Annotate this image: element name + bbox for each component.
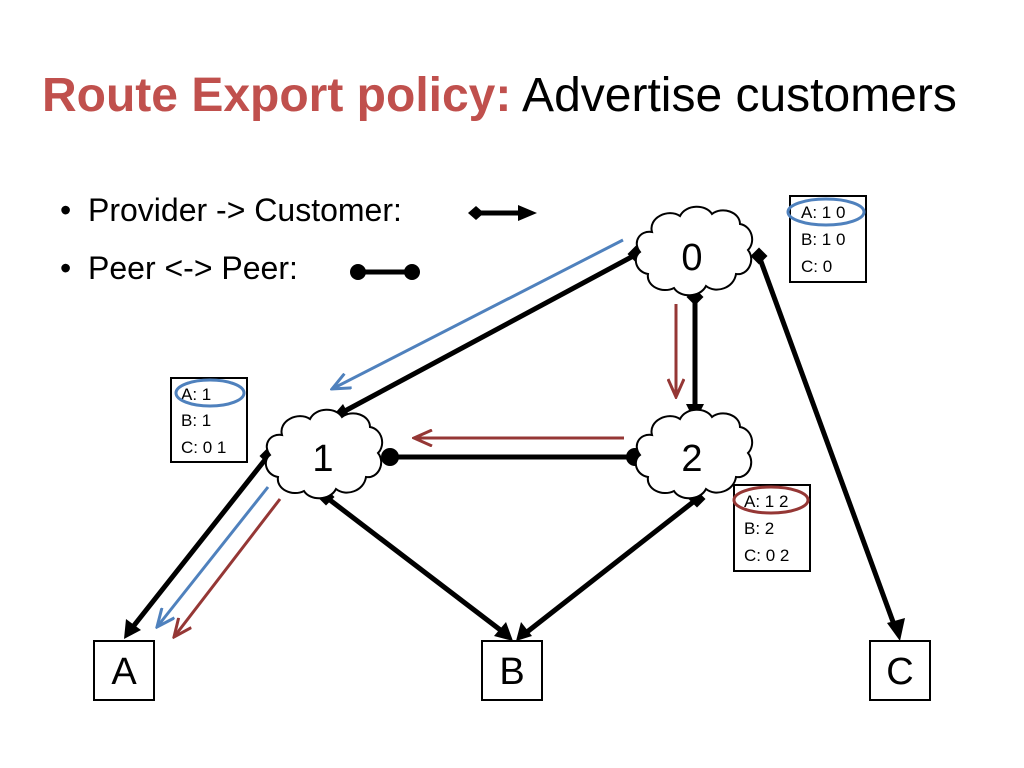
cloud-icon bbox=[634, 408, 754, 500]
node-label: 2 bbox=[681, 438, 702, 480]
bullet-text: Provider -> Customer: bbox=[88, 192, 402, 228]
leaf-C: C bbox=[869, 640, 931, 701]
as-node-1: 1 bbox=[264, 408, 384, 500]
table-row: C: 0 bbox=[801, 257, 832, 276]
leaf-label: B bbox=[499, 651, 524, 693]
highlight-circle bbox=[732, 485, 810, 515]
slide-title: Route Export policy: Advertise customers bbox=[42, 66, 957, 126]
routing-table-2: A: 1 2 B: 2 C: 0 2 bbox=[732, 484, 811, 572]
table-row: A: 1 bbox=[181, 385, 211, 404]
advert-1-to-A-blue bbox=[157, 486, 270, 627]
bullet-peer-peer: • Peer <-> Peer: bbox=[60, 248, 298, 288]
link-1-to-2-peer bbox=[381, 448, 644, 466]
bullet-dot: • bbox=[60, 250, 72, 286]
cloud-icon bbox=[264, 408, 384, 500]
leaf-label: C bbox=[886, 651, 913, 693]
table-row: B: 1 bbox=[181, 411, 211, 430]
advert-0-to-1-blue bbox=[332, 238, 624, 389]
table-row: B: 1 0 bbox=[801, 230, 845, 249]
node-label: 0 bbox=[681, 237, 702, 279]
leaf-B: B bbox=[481, 640, 543, 701]
as-node-0: 0 bbox=[634, 205, 754, 297]
table-row: B: 2 bbox=[744, 519, 774, 538]
routing-table-1: A: 1 B: 1 C: 0 1 bbox=[170, 377, 248, 463]
link-2-to-B bbox=[516, 490, 706, 641]
cloud-icon bbox=[634, 205, 754, 297]
link-0-to-2 bbox=[686, 288, 704, 422]
link-0-to-C bbox=[750, 247, 905, 641]
bullet-dot: • bbox=[60, 192, 72, 228]
node-label: 1 bbox=[312, 438, 333, 480]
leaf-A: A bbox=[93, 640, 155, 701]
link-1-to-B bbox=[317, 488, 513, 641]
leaf-label: A bbox=[111, 651, 137, 693]
table-row: C: 0 2 bbox=[744, 546, 789, 565]
bullet-provider-customer: • Provider -> Customer: bbox=[60, 190, 402, 230]
title-rest: Advertise customers bbox=[522, 69, 957, 122]
peer-peer-link-icon bbox=[350, 264, 420, 280]
highlight-circle bbox=[174, 378, 246, 408]
as-node-2: 2 bbox=[634, 408, 754, 500]
routing-table-0: A: 1 0 B: 1 0 C: 0 bbox=[786, 195, 867, 283]
table-row: A: 1 2 bbox=[744, 492, 788, 511]
table-row: A: 1 0 bbox=[801, 203, 845, 222]
link-1-to-A bbox=[124, 447, 277, 639]
advert-1-to-A-red bbox=[174, 498, 282, 637]
title-highlight: Route Export policy: bbox=[42, 69, 512, 122]
table-row: C: 0 1 bbox=[181, 438, 226, 457]
bullet-text: Peer <-> Peer: bbox=[88, 250, 298, 286]
provider-customer-arrow-icon bbox=[468, 205, 537, 221]
highlight-circle bbox=[786, 197, 866, 227]
